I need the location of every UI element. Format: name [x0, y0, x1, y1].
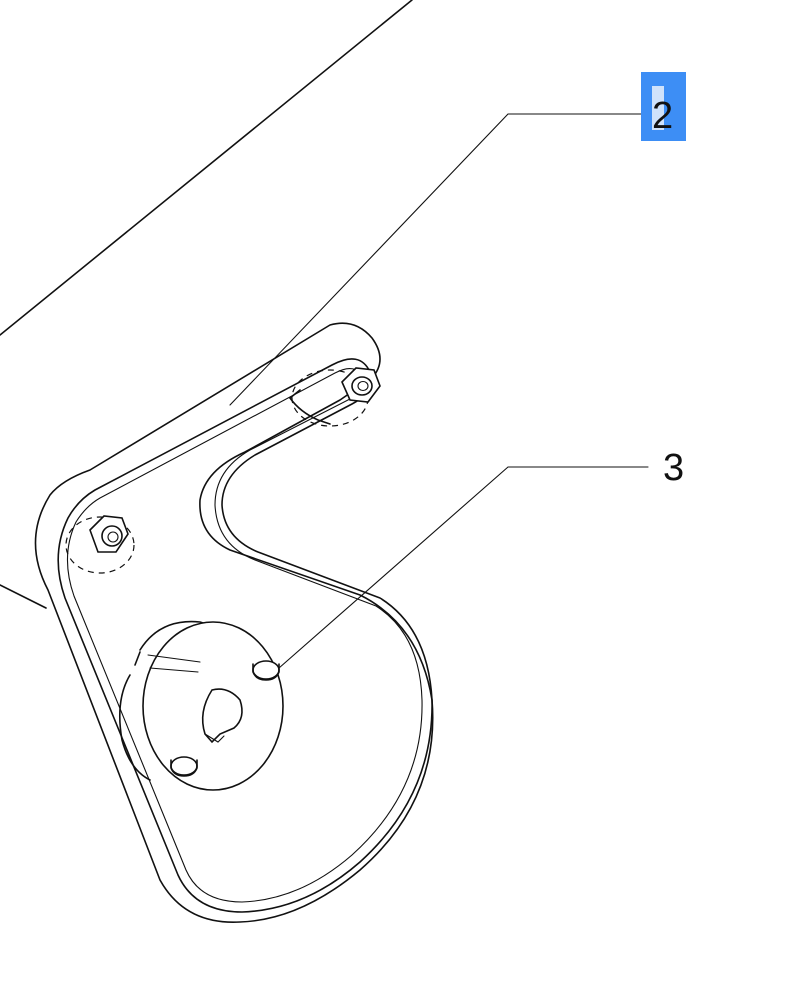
callout-3-label: 3 — [663, 447, 684, 489]
upper-nut — [289, 367, 381, 427]
callout-3[interactable]: 3 — [663, 447, 684, 489]
v-belt — [57, 358, 433, 913]
hub-pin-bottom — [170, 756, 198, 777]
callout-2-selection-inner — [652, 86, 664, 130]
callout-2-label: 2 — [652, 95, 673, 137]
leader-line-3 — [278, 466, 649, 669]
frame-lines — [0, 0, 413, 609]
hub-pin-top — [252, 660, 280, 681]
callout-2[interactable]: 2 — [641, 72, 686, 141]
leader-line-2 — [229, 113, 643, 406]
left-nut — [65, 515, 135, 574]
pulley-hub — [118, 620, 284, 791]
drive-plate — [34, 322, 434, 923]
